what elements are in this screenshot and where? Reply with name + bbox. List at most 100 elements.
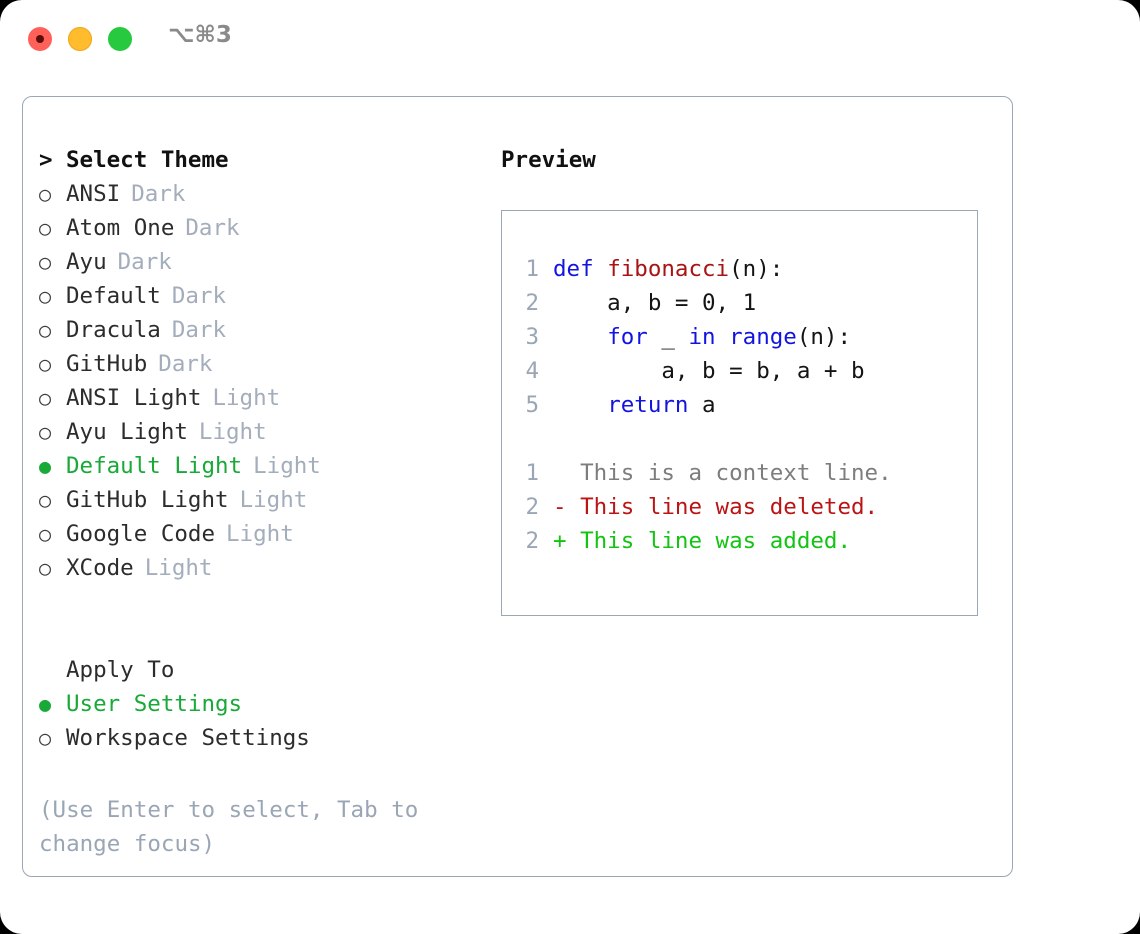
apply-to-label: User Settings: [66, 691, 243, 717]
theme-category-tag: Light: [226, 521, 294, 547]
theme-name: Default: [66, 283, 161, 309]
radio-selected-icon[interactable]: ●: [39, 454, 52, 478]
theme-list-item[interactable]: ○ Atom One Dark: [39, 215, 469, 249]
code-line: 2 a, b = 0, 1: [515, 286, 892, 320]
diff-line: 1 This is a context line.: [515, 456, 892, 490]
apply-to-header: Apply To: [39, 657, 469, 691]
line-number: 1: [525, 256, 539, 282]
code-token: for: [607, 324, 648, 350]
radio-unselected-icon[interactable]: ○: [39, 250, 52, 274]
radio-unselected-icon[interactable]: ○: [39, 318, 52, 342]
theme-list-item[interactable]: ○ Ayu Dark: [39, 249, 469, 283]
diff-text: This line was added.: [566, 528, 852, 554]
line-number: 3: [525, 324, 539, 350]
radio-unselected-icon[interactable]: ○: [39, 182, 52, 206]
code-line: 1 def fibonacci(n):: [515, 252, 892, 286]
theme-name: GitHub Light: [66, 487, 229, 513]
diff-sign: [553, 460, 567, 486]
radio-unselected-icon[interactable]: ○: [39, 386, 52, 410]
code-token: [716, 324, 730, 350]
select-theme-title: Select Theme: [66, 147, 229, 173]
theme-list-item[interactable]: ○ GitHub Light Light: [39, 487, 469, 521]
theme-name: ANSI: [66, 181, 121, 207]
radio-unselected-icon[interactable]: ○: [39, 726, 52, 750]
caret-icon: >: [39, 147, 53, 173]
apply-to-item[interactable]: ○ Workspace Settings: [39, 725, 469, 759]
line-number: 2: [525, 528, 539, 554]
code-line: 5 return a: [515, 388, 892, 422]
theme-list-item[interactable]: ○ Ayu Light Light: [39, 419, 469, 453]
theme-category-tag: Light: [198, 419, 267, 445]
code-token: [553, 392, 607, 418]
radio-unselected-icon[interactable]: ○: [39, 420, 52, 444]
code-token: (n):: [729, 256, 784, 282]
code-token: a, b = b, a + b: [553, 358, 865, 384]
radio-unselected-icon[interactable]: ○: [39, 284, 52, 308]
theme-name: Dracula: [66, 317, 161, 343]
diff-sign: +: [553, 528, 567, 554]
theme-name: ANSI Light: [66, 385, 202, 411]
radio-unselected-icon[interactable]: ○: [39, 556, 52, 580]
theme-name: Ayu Light: [66, 419, 188, 445]
diff-text: This line was deleted.: [566, 494, 879, 520]
diff-line: 2- This line was deleted.: [515, 490, 892, 524]
code-token: fibonacci: [607, 256, 730, 282]
minimize-window-button[interactable]: [68, 27, 92, 51]
theme-name: Default Light: [66, 453, 243, 479]
title-bar: ⌥⌘3: [0, 0, 1140, 78]
line-number: 2: [525, 494, 539, 520]
line-number: 1: [525, 460, 539, 486]
code-token: in: [688, 324, 716, 350]
theme-category-tag: Light: [239, 487, 308, 513]
code-token: return: [607, 392, 689, 418]
code-token: range: [729, 324, 797, 350]
theme-list-item[interactable]: ○ Google Code Light: [39, 521, 469, 555]
theme-name: XCode: [66, 555, 134, 581]
code-blank-line: [515, 422, 892, 456]
radio-unselected-icon[interactable]: ○: [39, 352, 52, 376]
diff-line: 2 + This line was added.: [515, 524, 892, 558]
radio-unselected-icon[interactable]: ○: [39, 216, 52, 240]
code-token: def: [553, 256, 608, 282]
apply-to-title: Apply To: [66, 657, 175, 683]
maximize-window-button[interactable]: [108, 27, 132, 51]
apply-to-item[interactable]: ● User Settings: [39, 691, 469, 725]
radio-selected-icon[interactable]: ●: [39, 692, 52, 716]
list-spacer: [39, 589, 469, 623]
theme-category-tag: Dark: [117, 249, 172, 275]
apply-to-label: Workspace Settings: [66, 725, 310, 751]
theme-name: Ayu: [66, 249, 107, 275]
theme-name: Atom One: [66, 215, 175, 241]
radio-unselected-icon[interactable]: ○: [39, 488, 52, 512]
keyboard-shortcut-label: ⌥⌘3: [168, 22, 232, 48]
line-number: 2: [525, 290, 539, 316]
apply-to-section: Apply To ● User Settings ○ Workspace Settin…: [39, 657, 469, 759]
code-token: [553, 324, 607, 350]
keyboard-hint-text: (Use Enter to select, Tab to change focu…: [39, 797, 419, 857]
theme-name: GitHub: [66, 351, 148, 377]
code-token: a: [688, 392, 716, 418]
diff-sign: -: [553, 494, 567, 520]
line-number: 5: [525, 392, 539, 418]
theme-name: Google Code: [66, 521, 216, 547]
theme-category-tag: Dark: [185, 215, 240, 241]
code-line: 4 a, b = b, a + b: [515, 354, 892, 388]
diff-text: This is a context line.: [566, 460, 892, 486]
select-theme-header: > Select Theme: [39, 147, 469, 181]
preview-title: Preview: [501, 147, 596, 173]
preview-column: Preview 1 def fibonacci(n): 2 a, b = 0, 1 3…: [501, 147, 991, 616]
radio-unselected-icon[interactable]: ○: [39, 522, 52, 546]
close-window-button[interactable]: [28, 27, 52, 51]
apply-to-list: ● User Settings ○ Workspace Settings: [39, 691, 469, 759]
